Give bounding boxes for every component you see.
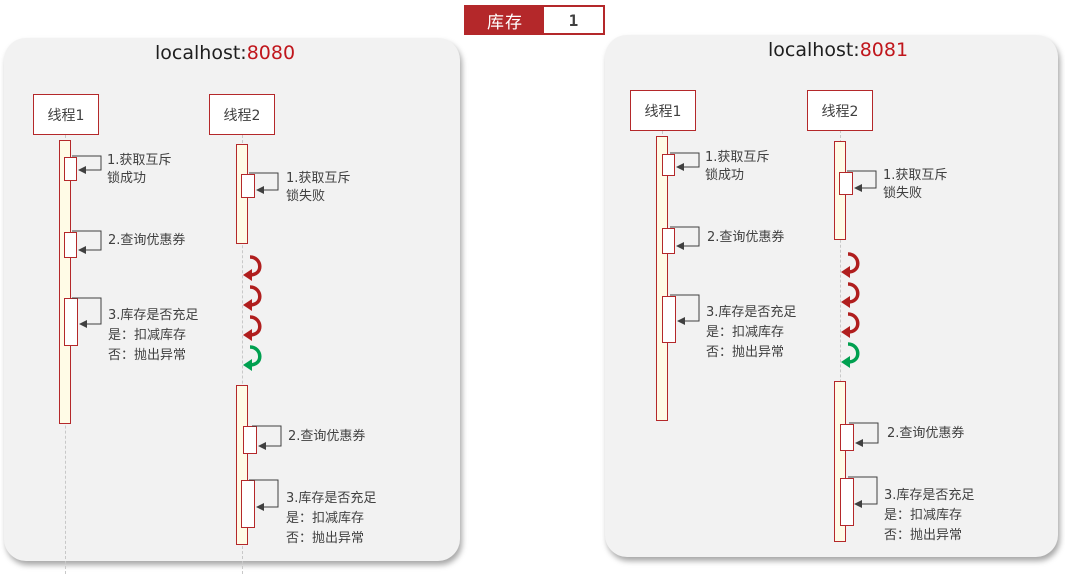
thread1-step2-text: 2.查询优惠券 [707, 229, 784, 247]
thread1-step3-text: 3.库存是否充足 是：扣减库存 否：抛出异常 [108, 306, 198, 366]
host-prefix: localhost: [768, 39, 860, 61]
thread2-lifeline [242, 135, 243, 574]
host-port: 8080 [246, 42, 296, 64]
thread1-step2-activation [64, 232, 77, 258]
thread2-step3-text: 3.库存是否充足 是：扣减库存 否：抛出异常 [286, 489, 376, 549]
line: 否：抛出异常 [706, 345, 785, 360]
line: 锁失败 [883, 186, 923, 201]
thread2-box: 线程2 [209, 94, 275, 135]
line: 是：扣减库存 [286, 511, 365, 526]
thread2-step1-text: 1.获取互斥 锁失败 [286, 170, 350, 206]
thread2-step2-activation [243, 426, 257, 454]
self-call-arrow [670, 152, 700, 171]
self-call-arrow [849, 422, 879, 447]
host-port: 8081 [859, 39, 909, 61]
thread2-step2-activation [840, 424, 854, 451]
self-call-arrow [72, 297, 102, 328]
thread2-step2-text: 2.查询优惠券 [288, 428, 365, 446]
thread1-step3-activation [64, 298, 78, 346]
line: 1.获取互斥 [883, 168, 948, 183]
stock-value: 1 [568, 10, 579, 30]
retry-success-icon [839, 342, 860, 370]
thread2-step3-activation [840, 478, 854, 526]
self-call-arrow [249, 172, 279, 194]
line: 3.库存是否充足 [884, 488, 975, 503]
thread1-step3-text: 3.库存是否充足 是：扣减库存 否：抛出异常 [706, 303, 796, 363]
host-prefix: localhost: [155, 42, 247, 64]
thread1-activation [59, 140, 71, 424]
line: 锁失败 [286, 189, 326, 204]
self-call-arrow [670, 226, 700, 250]
retry-success-icon [241, 345, 262, 373]
self-call-arrow [847, 170, 877, 192]
line: 否：抛出异常 [884, 528, 963, 543]
thread1-step2-activation [662, 228, 675, 254]
retry-wait-icon [839, 252, 860, 280]
retry-wait-icon [241, 315, 262, 343]
self-call-arrow [249, 479, 279, 511]
line: 是：扣减库存 [706, 325, 785, 340]
stock-indicator: 库存 1 [464, 5, 605, 35]
thread2-step1-activation [839, 172, 853, 195]
thread1-step3-activation [662, 296, 676, 343]
server-host-title: localhost:8080 [155, 42, 295, 64]
thread1-activation [656, 136, 668, 421]
line: 3.库存是否充足 [286, 491, 377, 506]
retry-wait-icon [241, 255, 262, 283]
thread1-box: 线程1 [630, 90, 696, 131]
line: 1.获取互斥 [705, 150, 770, 165]
line: 2.查询优惠券 [887, 426, 965, 441]
line: 1.获取互斥 [286, 171, 351, 186]
thread2-step1-activation [241, 174, 255, 198]
thread2-step3-text: 3.库存是否充足 是：扣减库存 否：抛出异常 [884, 486, 974, 546]
thread1-step1-text: 1.获取互斥 锁成功 [705, 149, 769, 185]
retry-wait-icon [839, 282, 860, 310]
line: 3.库存是否充足 [108, 308, 199, 323]
thread1-step2-text: 2.查询优惠券 [108, 232, 185, 250]
thread2-lifeline [840, 130, 841, 542]
line: 1.获取互斥 [107, 153, 172, 168]
line: 2.查询优惠券 [288, 429, 366, 444]
server-host-title: localhost:8081 [768, 39, 908, 61]
line: 2.查询优惠券 [108, 233, 186, 248]
line: 锁成功 [705, 168, 745, 183]
thread1-box: 线程1 [33, 94, 99, 135]
thread2-box: 线程2 [807, 90, 873, 131]
line: 否：抛出异常 [286, 531, 365, 546]
self-call-arrow [848, 476, 878, 508]
line: 3.库存是否充足 [706, 305, 797, 320]
line: 2.查询优惠券 [707, 230, 785, 245]
thread1-step1-text: 1.获取互斥 锁成功 [107, 152, 171, 188]
line: 是：扣减库存 [108, 328, 187, 343]
thread2-step3-activation [241, 480, 255, 528]
retry-wait-icon [839, 312, 860, 340]
stock-label: 库存 [466, 7, 544, 33]
self-call-arrow [670, 294, 700, 325]
thread1-step1-activation [64, 157, 77, 181]
self-call-arrow [72, 155, 102, 174]
thread2-step1-text: 1.获取互斥 锁失败 [883, 167, 947, 203]
thread1-step1-activation [662, 154, 675, 176]
line: 是：扣减库存 [884, 508, 963, 523]
self-call-arrow [72, 230, 102, 254]
retry-wait-icon [241, 285, 262, 313]
self-call-arrow [252, 425, 282, 450]
thread2-step2-text: 2.查询优惠券 [887, 425, 964, 443]
line: 锁成功 [107, 171, 147, 186]
line: 否：抛出异常 [108, 348, 187, 363]
